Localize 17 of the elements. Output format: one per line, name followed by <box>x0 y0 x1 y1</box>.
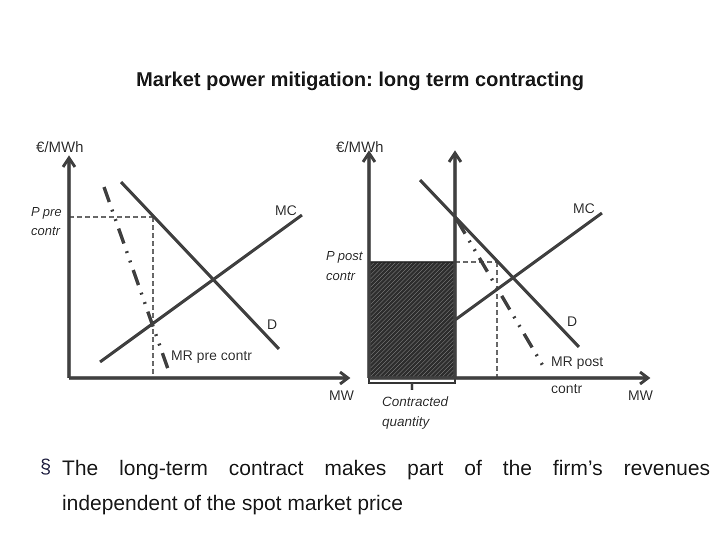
hatched-area <box>368 261 456 379</box>
curve-label: D <box>567 312 578 330</box>
price-label: P post contr <box>326 247 364 285</box>
curve-label: MC <box>573 199 595 218</box>
bullet-text: The long-term contract makes part of the firm’s revenues independent of the spot market price <box>62 456 710 517</box>
bullet-mark: § <box>40 455 52 480</box>
curve-label: MR pre contr <box>171 346 252 364</box>
curve-label: MC <box>275 201 297 220</box>
curve-label: D <box>267 315 278 334</box>
axis-label: €/MWh <box>36 138 84 158</box>
title: Market power mitigation: long term contracting <box>135 69 585 92</box>
price-label: P pre contr <box>31 203 63 240</box>
curve-label: MR post contr <box>551 352 604 398</box>
axis-label: MW <box>329 386 354 404</box>
quantity-label: Contracted quantity <box>382 393 450 431</box>
axis-label: €/MWh <box>336 138 384 158</box>
axis-label: MW <box>628 386 653 404</box>
